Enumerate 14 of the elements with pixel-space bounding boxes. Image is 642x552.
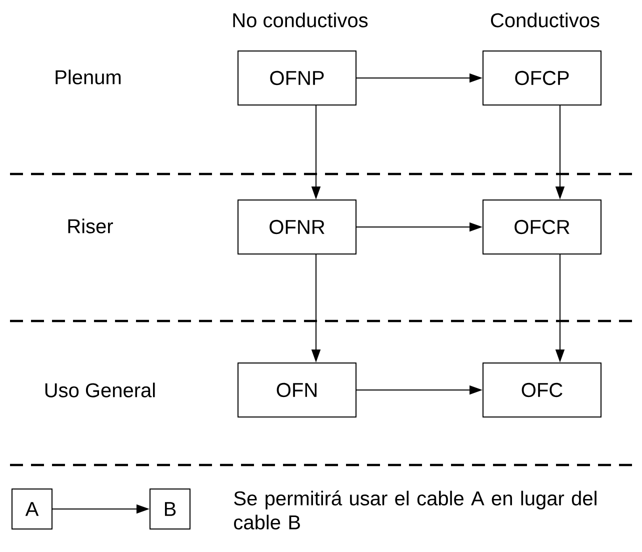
cable-box: B xyxy=(150,488,190,530)
row-label: Riser xyxy=(68,218,113,234)
cable-box: OFN xyxy=(238,362,356,418)
cable-box: OFNR xyxy=(238,200,356,254)
row-label: Plenum xyxy=(56,70,121,84)
column-header: Conductivos xyxy=(491,12,600,28)
cable-box: OFCR xyxy=(482,200,602,254)
cable-box: OFCP xyxy=(482,50,602,106)
note-text: Se permitirá usar el cable A en lugar del cable B xyxy=(234,490,596,530)
cable-box: OFNP xyxy=(238,50,356,106)
cable-box: A xyxy=(12,488,52,530)
cable-box: OFC xyxy=(482,362,602,418)
column-header: No conductivos xyxy=(233,12,368,28)
row-label: Uso General xyxy=(45,382,155,398)
